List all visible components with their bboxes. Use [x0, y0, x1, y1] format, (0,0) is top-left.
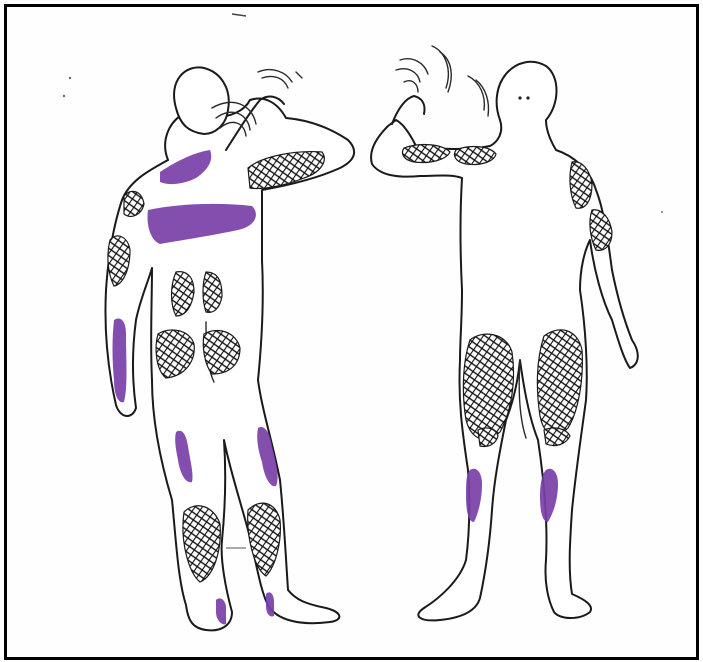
- back-figure-head: [174, 67, 229, 134]
- front-view-figure: [371, 46, 638, 620]
- back-view-figure: [105, 67, 354, 630]
- front-dumbbell-icon: [396, 46, 489, 116]
- region-left-upper-arm: [590, 210, 612, 251]
- front-face-dot: [526, 96, 529, 99]
- region-right-ankle: [266, 592, 274, 616]
- region-left-shoulder: [570, 162, 592, 209]
- front-face-dot: [518, 96, 521, 99]
